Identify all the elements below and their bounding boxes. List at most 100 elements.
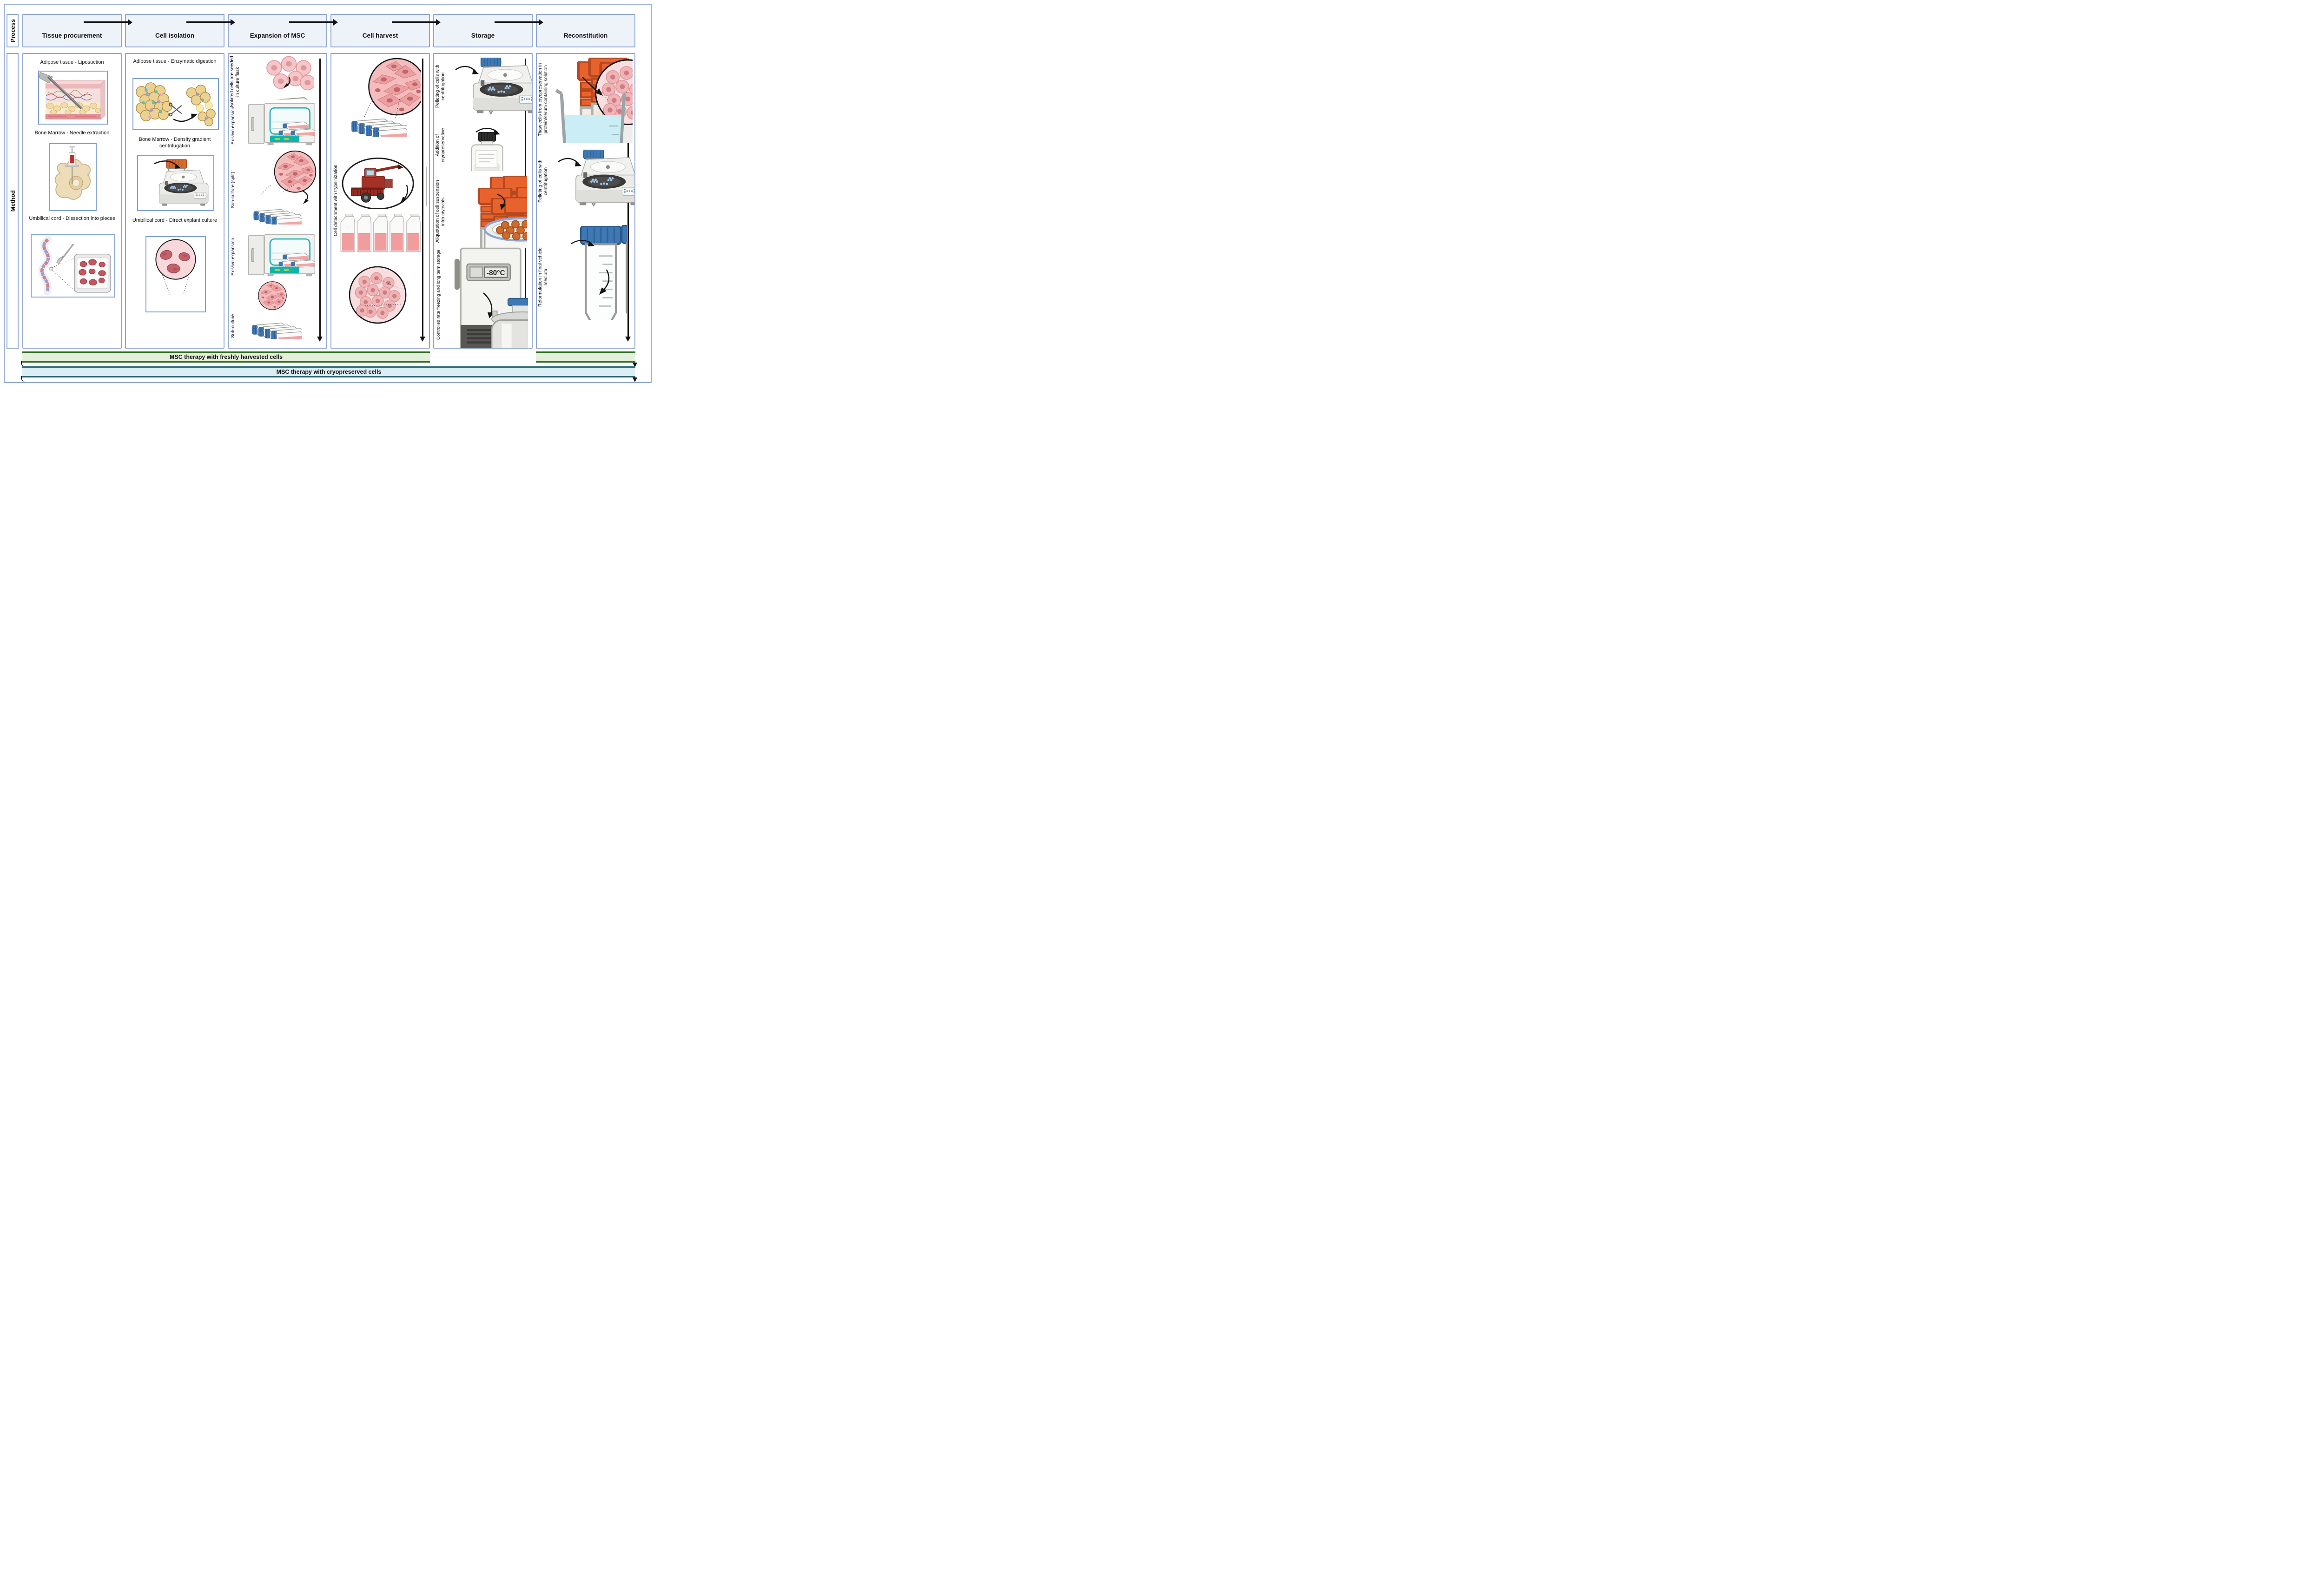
process-header-storage: Storage [433,14,533,47]
method-item-label: Umbilical cord - Dissection into pieces [29,216,115,221]
adipose-digestion-illustration [136,82,216,126]
expansion-step-label: Ex-vivo expansion [231,238,236,276]
harvest-timeline-arrow [420,59,425,342]
flask-stack-icon [252,323,307,342]
cryopreservative-addition-illustration [446,127,524,171]
vehicle-medium-tube-icon [622,225,627,320]
bar-end-hook [21,361,26,367]
umbilical-cord-frame [31,234,115,298]
upright-flasks-icon [341,214,420,251]
incubator-icon [248,234,315,276]
freezing-container-icon [485,218,527,248]
culture-flask-icon [254,98,314,99]
confluent-cells-icon [258,282,286,310]
detached-flasks-illustration [339,214,423,254]
method-box-cell-harvest: Cell detachment with trypsinization [330,53,430,349]
incubator-illustration [245,232,315,279]
method-box-expansion: Isolated cells are seeded in culture fla… [228,53,327,349]
flask-stack-icon [352,119,412,140]
storage-step-label: Aliquotation of cell suspension intro cr… [435,180,446,243]
method-box-cell-isolation: Adipose tissue - Enzymatic digestion [125,53,224,349]
confluent-cells-icon [275,151,316,192]
method-item-label: Bone Marrow - Needle extraction [34,130,110,136]
method-item-label: Bone Marrow - Density gradient centrifug… [139,137,211,149]
flask-stack-icon [254,209,305,227]
isolated-cells-icon [267,56,314,90]
confluent-cells-split-illustration [261,150,322,204]
expansion-step-label: Isolated cells are seeded in culture fla… [230,56,240,108]
storage-step-label: Addition of cryopreservative [435,128,446,162]
method-item-label: Adipose tissue - Liposuction [40,60,104,65]
bone-marrow-frame [49,143,97,211]
cryopreservative-bottle-icon [471,132,502,171]
process-header-cell-harvest: Cell harvest [330,14,430,47]
cannula-handle [39,72,53,84]
blood-tube-centrifuge-illustration [154,156,213,210]
explant-culture-frame [145,236,206,312]
scissors-icon [169,103,182,117]
cryopreserved-cells-bar: MSC therapy with cryopreserved cells [21,366,637,382]
incubator-illustration [245,101,315,148]
curved-arrow [173,116,194,122]
outer-border [4,4,652,383]
msc-manufacturing-diagram: Process Method Tissue procurement Cell i… [0,0,655,393]
centrifuge-icon [159,170,208,206]
harvested-cells-tube-illustration [338,261,424,326]
pelleting-centrifugation-illustration [455,58,532,114]
reformulation-illustration [571,221,627,320]
process-arrow-1 [84,19,132,26]
skin-liposuction-illustration [39,72,106,120]
method-box-tissue-procurement: Adipose tissue - Liposuction [22,53,122,349]
process-arrow-3 [289,19,338,26]
method-item-label: Adipose tissue - Enzymatic digestion [133,59,217,64]
liposuction-frame [38,71,108,125]
method-row-label: Method [9,190,16,212]
process-header-tissue-procurement: Tissue procurement [22,14,122,47]
expansion-step-label: Sub-culture (split) [231,172,236,209]
bone-needle-extraction-illustration [54,146,91,200]
storage-step-label: Controlled rate freezing and long term s… [436,250,441,340]
trypsinization-illustration [336,150,427,209]
bar-end-arrow [633,363,637,367]
expansion-timeline-arrow [317,59,323,342]
process-arrow-5 [495,19,543,26]
freezing-storage-illustration [444,246,528,348]
flask-stack-illustration [343,114,422,143]
method-row-label-box: Method [7,53,19,349]
process-arrow-2 [186,19,235,26]
explant-culture-illustration [146,239,205,311]
flask-stack-illustration [241,205,315,232]
confluent-cells-icon [369,59,421,115]
reconstitution-step-label: Thaw cells from cryopreservation in prot… [538,63,548,136]
cells-seeded-illustration [244,56,314,99]
expansion-step-label: Sub-culture [231,314,236,338]
bar-end-hook [21,376,26,382]
cryopreserved-cells-bar-label: MSC therapy with cryopreserved cells [276,369,382,375]
fresh-cells-bar-label: MSC therapy with freshly harvested cells [169,354,283,360]
thawing-illustration [549,57,633,143]
process-header-cell-isolation: Cell isolation [125,14,224,47]
incubator-icon [248,103,315,145]
aliquoting-cryovials-illustration [445,176,527,248]
centrifuge-icon [576,158,634,205]
fresh-cells-bar-reconstitution-segment [536,351,637,367]
method-item-label: Umbilical cord - Direct explant culture [132,218,218,223]
confluent-cells-illustration [257,281,295,318]
process-header-reconstitution: Reconstitution [536,14,635,47]
round-cells-icon [350,267,406,323]
expansion-step-label: Ex-vivo expansion [231,106,236,145]
cord-dissection-illustration [38,236,111,295]
process-header-expansion-of-msc: Expansion of MSC [228,14,327,47]
process-row-label: Process [9,19,16,43]
process-row-label-box: Process [7,14,19,47]
confluent-cells-flasks-illustration [363,57,421,119]
enzymatic-digestion-frame [132,78,219,130]
method-box-reconstitution: Thaw cells from cryopreservation in prot… [536,53,635,349]
scalpel-icon [60,244,74,261]
pelleting-centrifugation-illustration [558,150,634,206]
process-arrow-4 [392,19,441,26]
reconstitution-step-label: Reformulation in final vehicle medium [538,247,548,307]
density-gradient-frame [137,155,214,211]
bar-end-arrow [633,377,637,382]
flask-stack-illustration [241,319,315,346]
